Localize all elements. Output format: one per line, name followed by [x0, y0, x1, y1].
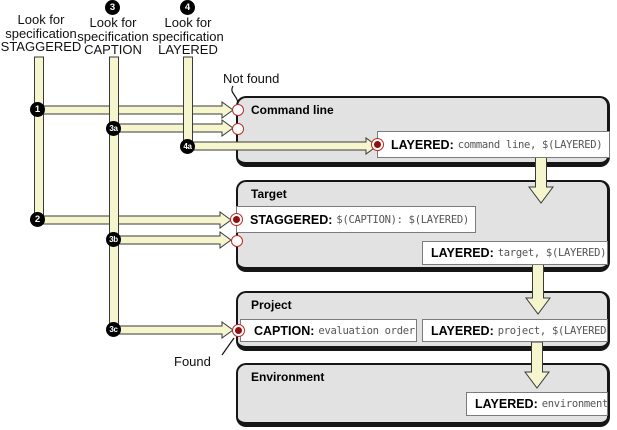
arrow-step4a-command-line — [187, 137, 378, 155]
column-label-staggered: Look for specification STAGGERED — [0, 13, 82, 54]
found-dot-core — [234, 327, 242, 334]
spec-project-caption-value: evaluation order — [318, 324, 415, 337]
badge-step-3c: 3c — [106, 322, 121, 337]
spec-environment-layered: LAYERED: environment — [466, 392, 608, 416]
found-leader-line — [221, 337, 235, 356]
arrow-step1-command-line — [38, 101, 234, 119]
spec-target-staggered-label: STAGGERED: — [250, 212, 333, 227]
found-dot-core — [232, 216, 240, 223]
spec-project-layered-label: LAYERED: — [431, 323, 494, 338]
column-caption-line1: Look for — [89, 15, 137, 30]
spec-target-staggered: STAGGERED: $(CAPTION): $(LAYERED) — [236, 206, 476, 233]
scope-title-command-line: Command line — [251, 103, 334, 117]
badge-step-2: 2 — [30, 212, 45, 227]
scope-title-target: Target — [251, 187, 287, 201]
spec-command-line-layered: LAYERED: command line, $(LAYERED) — [377, 131, 610, 158]
found-dot-core — [373, 141, 381, 148]
badge-step-4a: 4a — [180, 139, 195, 154]
column-label-layered: Look for specification LAYERED — [138, 16, 238, 57]
column-caption-line3: CAPTION — [84, 42, 142, 57]
found-dot-target-staggered — [229, 213, 243, 226]
spec-project-caption-label: CAPTION: — [254, 323, 315, 338]
column-label-caption: Look for specification CAPTION — [63, 16, 163, 57]
badge-step-3: 3 — [105, 0, 120, 15]
arrow-step3b-target — [113, 231, 232, 249]
spec-project-layered-value: project, $(LAYERED) — [497, 324, 608, 337]
badge-step-3b: 3b — [106, 232, 121, 247]
arrow-step3c-project — [113, 321, 234, 339]
spec-target-layered-label: LAYERED: — [431, 246, 494, 260]
badge-step-1: 1 — [30, 102, 45, 117]
column-staggered-line3: STAGGERED — [0, 39, 82, 54]
arrow-down-commandline-to-target — [528, 156, 554, 204]
arrow-down-project-to-environment — [524, 341, 550, 389]
scope-title-project: Project — [251, 298, 292, 312]
badge-step-3a: 3a — [106, 121, 121, 136]
spec-command-line-layered-label: LAYERED: — [391, 137, 454, 152]
spec-project-caption: CAPTION: evaluation order — [240, 319, 417, 342]
found-dot-commandline-layered — [370, 138, 384, 151]
arrow-down-target-to-project — [525, 263, 551, 315]
lookup-bar-layered — [183, 56, 193, 147]
badge-step-4: 4 — [180, 0, 195, 15]
spec-target-staggered-value: $(CAPTION): $(LAYERED) — [336, 213, 469, 226]
not-found-circle-commandline-1 — [232, 104, 244, 116]
column-layered-line1: Look for — [164, 15, 212, 30]
arrow-step2-target — [38, 211, 232, 229]
lookup-bar-staggered — [34, 56, 44, 222]
spec-environment-layered-value: environment — [541, 398, 608, 410]
spec-target-layered-value: target, $(LAYERED) — [497, 247, 607, 259]
not-found-circle-target — [231, 235, 243, 247]
spec-environment-layered-label: LAYERED: — [475, 397, 538, 411]
column-caption-line2: specification — [77, 28, 149, 44]
found-dot-project-caption — [231, 324, 245, 337]
scope-title-environment: Environment — [251, 370, 325, 384]
arrow-step3a-command-line — [113, 119, 234, 137]
not-found-label: Not found — [223, 71, 280, 86]
spec-project-layered: LAYERED: project, $(LAYERED) — [422, 319, 608, 342]
lookup-bar-caption — [109, 56, 119, 331]
found-label: Found — [174, 354, 211, 369]
not-found-leader-line — [231, 85, 239, 104]
not-found-circle-commandline-2 — [232, 123, 244, 135]
spec-command-line-layered-value: command line, $(LAYERED) — [457, 138, 603, 151]
column-staggered-line2: specification — [5, 25, 77, 41]
column-staggered-line1: Look for — [17, 12, 65, 27]
spec-target-layered: LAYERED: target, $(LAYERED) — [422, 241, 608, 265]
column-layered-line2: specification — [152, 28, 224, 44]
column-layered-line3: LAYERED — [158, 42, 218, 57]
